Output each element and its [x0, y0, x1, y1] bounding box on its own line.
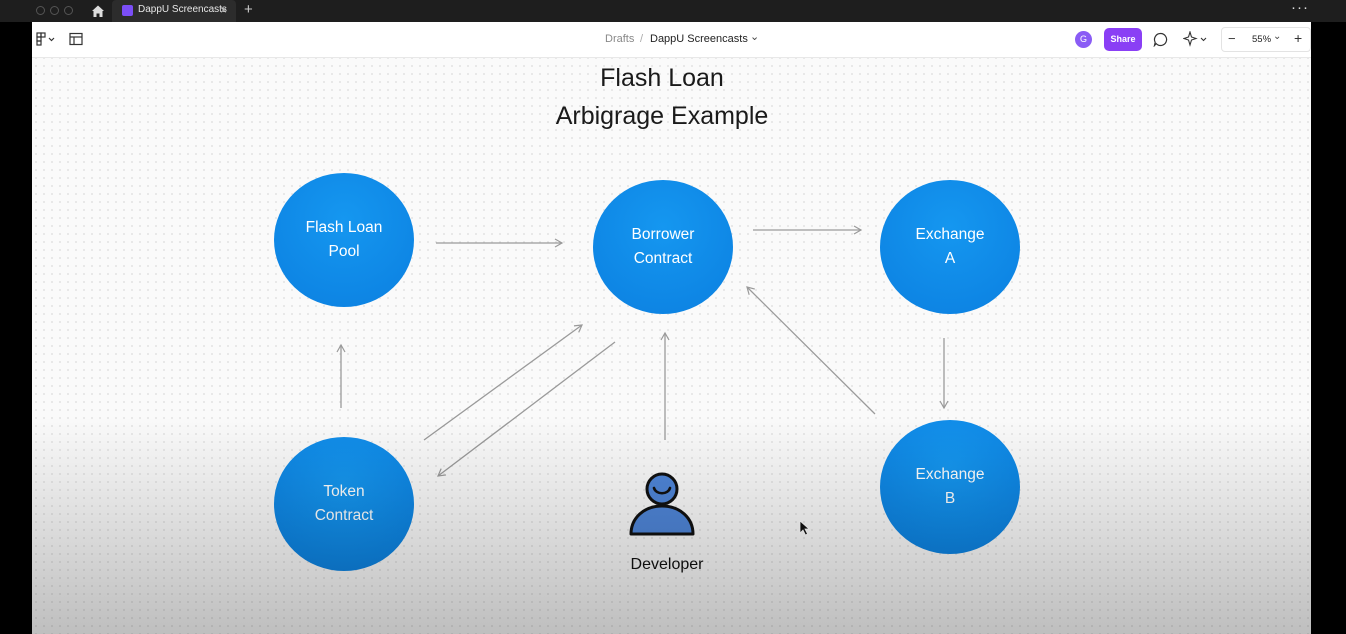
node-flash-loan-pool[interactable]: Flash Loan Pool: [274, 173, 414, 307]
node-token-contract[interactable]: Token Contract: [274, 437, 414, 571]
breadcrumb-drafts[interactable]: Drafts: [605, 33, 635, 45]
diagram-title-line1: Flash Loan: [600, 64, 724, 92]
developer-person-icon[interactable]: [628, 468, 696, 538]
node-label: B: [944, 490, 956, 507]
node-label: A: [944, 250, 956, 267]
arrow-exchange-b-to-borrower: [746, 286, 876, 415]
node-label: Exchange: [915, 466, 985, 483]
node-label: Contract: [314, 507, 374, 524]
node-label: Token: [323, 483, 365, 500]
canvas-frame: Drafts / DappU Screencasts ⌄ G Share − 5…: [32, 22, 1311, 634]
file-name[interactable]: DappU Screencasts: [650, 33, 748, 45]
node-label: Contract: [633, 250, 693, 267]
node-label: Exchange: [915, 226, 985, 243]
figma-file-icon: [122, 5, 133, 16]
node-borrower-contract[interactable]: Borrower Contract: [593, 180, 733, 314]
comment-icon[interactable]: [1153, 32, 1168, 47]
breadcrumb-separator: /: [640, 33, 644, 45]
new-tab-button[interactable]: +: [244, 1, 253, 18]
present-sparkle-icon[interactable]: [1183, 31, 1209, 47]
diagram-title-line2: Arbigrage Example: [555, 102, 769, 130]
layout-panel-icon[interactable]: [69, 32, 83, 46]
zoom-level[interactable]: 55%: [1252, 34, 1272, 45]
arrow-token-to-borrower: [423, 324, 583, 441]
zoom-out-button[interactable]: −: [1228, 31, 1236, 46]
toolbar: Drafts / DappU Screencasts ⌄ G Share − 5…: [32, 22, 1311, 58]
mouse-cursor-icon: [799, 520, 811, 536]
window-zoom-control[interactable]: [64, 6, 73, 15]
zoom-in-button[interactable]: +: [1294, 30, 1303, 46]
window-close-control[interactable]: [36, 6, 45, 15]
user-avatar[interactable]: G: [1075, 31, 1092, 48]
more-options-icon[interactable]: ···: [1291, 0, 1309, 16]
node-label: Borrower: [631, 226, 695, 243]
browser-chrome: DappU Screencasts × + ···: [0, 0, 1346, 22]
node-label: Flash Loan: [305, 219, 383, 236]
zoom-chevron-icon[interactable]: ⌄: [1273, 31, 1282, 42]
node-label: Pool: [328, 243, 360, 260]
home-icon[interactable]: [90, 3, 106, 19]
connector-arrows: [336, 225, 949, 477]
share-button[interactable]: Share: [1104, 28, 1142, 51]
developer-label: Developer: [630, 556, 704, 573]
tab-dappu-screencasts[interactable]: DappU Screencasts ×: [112, 0, 236, 22]
node-exchange-b[interactable]: Exchange B: [880, 420, 1020, 554]
arrow-borrower-to-token: [437, 341, 616, 477]
tab-close-icon[interactable]: ×: [220, 3, 228, 17]
file-menu-chevron-icon[interactable]: ⌄: [750, 31, 760, 43]
zoom-control: − 55% ⌄ +: [1221, 27, 1311, 52]
window-minimize-control[interactable]: [50, 6, 59, 15]
node-exchange-a[interactable]: Exchange A: [880, 180, 1020, 314]
main-menu-icon[interactable]: [36, 32, 58, 46]
tab-title: DappU Screencasts: [138, 4, 227, 15]
